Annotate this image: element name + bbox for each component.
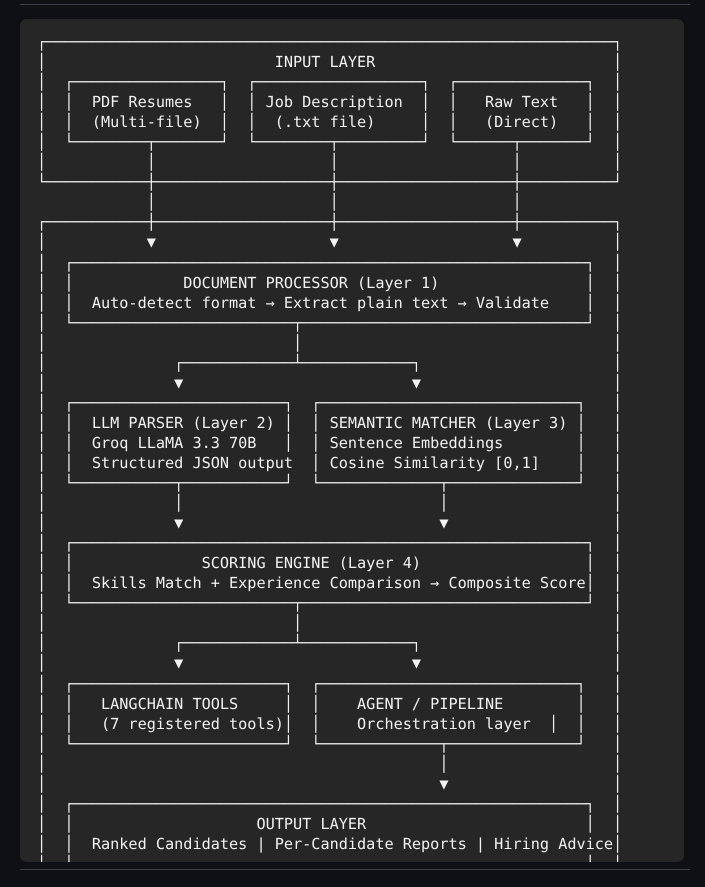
horizontal-rule-bottom <box>20 869 690 870</box>
code-block-panel: ┌───────────────────────────────────────… <box>20 19 684 862</box>
horizontal-rule-top <box>20 4 690 5</box>
ascii-architecture-diagram: ┌───────────────────────────────────────… <box>37 33 623 862</box>
